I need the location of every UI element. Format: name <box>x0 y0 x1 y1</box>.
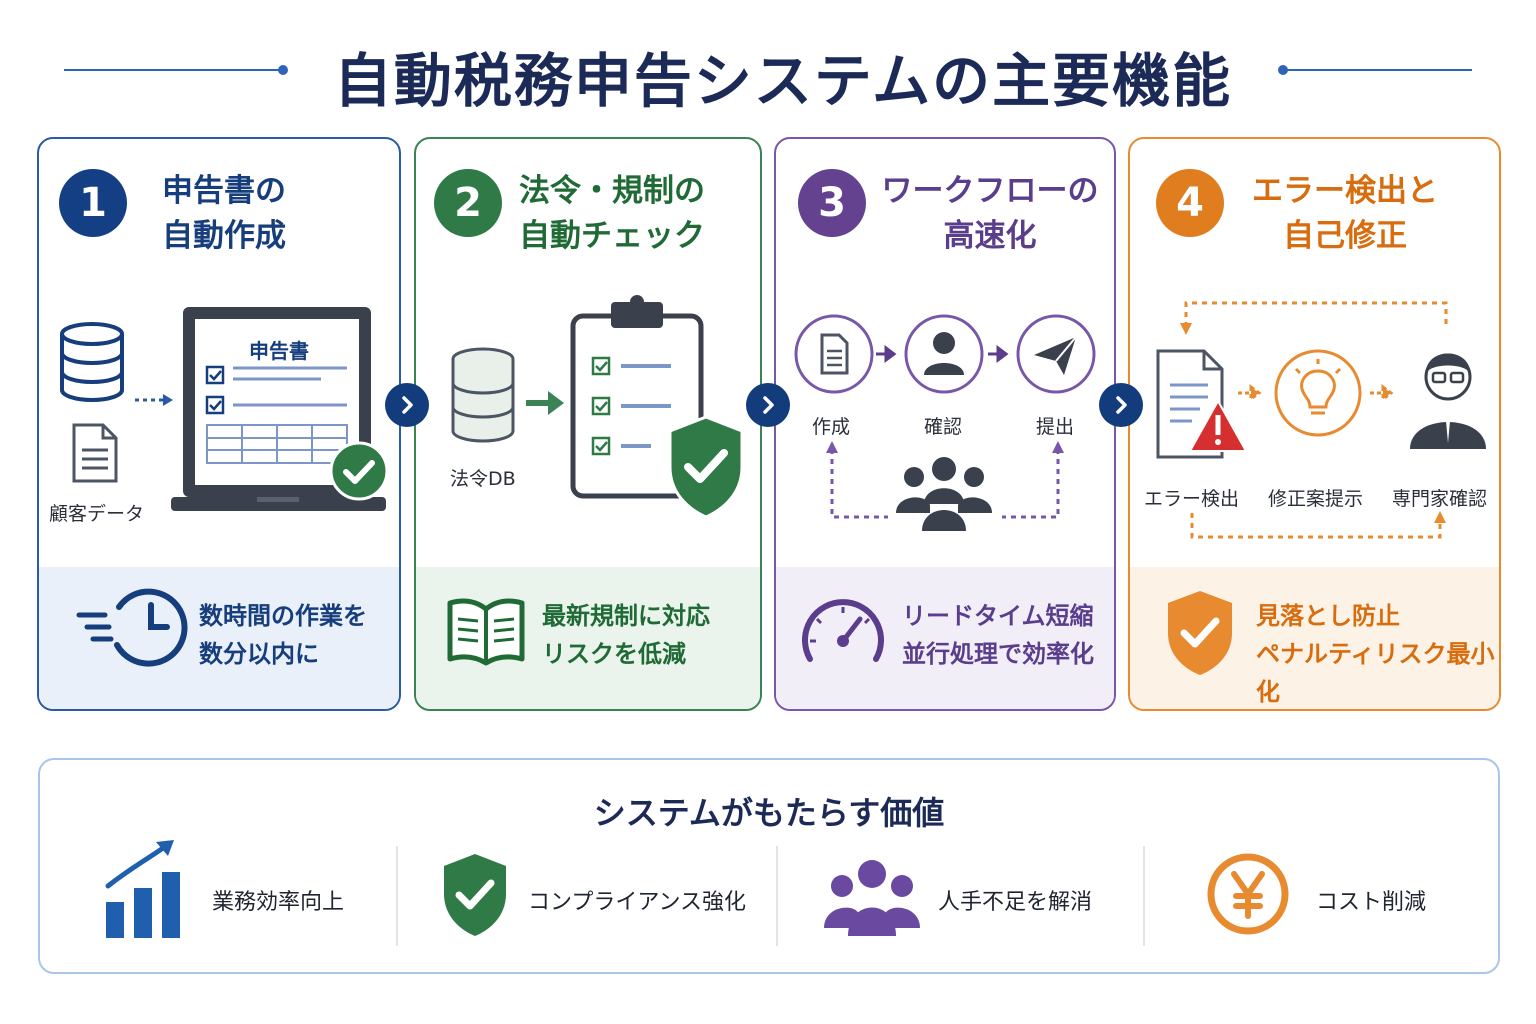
footer-line: ペナルティリスク最小化 <box>1256 640 1495 706</box>
card-footer: 数時間の作業を 数分以内に <box>39 567 399 709</box>
card-heading: 申告書の 自動作成 <box>139 169 309 259</box>
feature-card-error-correction: 4 エラー検出と 自己修正 エラー検出 修正案提示 専門家確認 <box>1128 137 1501 711</box>
shield-check-icon <box>1168 591 1232 675</box>
next-step-chevron <box>746 383 790 427</box>
card-heading: ワークフローの 高速化 <box>880 169 1100 259</box>
value-item-cost: コスト削減 <box>1316 890 1427 915</box>
database-icon <box>451 347 515 443</box>
laptop-icon <box>171 307 386 511</box>
card-footer-text: 最新規制に対応 リスクを低減 <box>542 597 710 673</box>
card-heading: エラー検出と 自己修正 <box>1240 169 1450 259</box>
footer-line: 数時間の作業を <box>199 602 367 630</box>
card-heading-line: 高速化 <box>943 218 1037 254</box>
card-footer-text: 数時間の作業を 数分以内に <box>199 597 367 673</box>
page-title: 自動税務申告システムの主要機能 <box>333 47 1233 115</box>
footer-line: 最新規制に対応 <box>542 602 710 630</box>
feature-card-auto-check: 2 法令・規制の 自動チェック 法令DB <box>414 137 762 711</box>
card-heading-line: 自動作成 <box>162 218 286 254</box>
check-circle-icon <box>329 441 389 501</box>
step-number-badge: 4 <box>1156 169 1224 237</box>
card-heading-line: 法令・規制の <box>519 173 705 209</box>
law-db-label: 法令DB <box>450 468 516 490</box>
card-heading-line: エラー検出と <box>1252 173 1438 209</box>
value-item-compliance: コンプライアンス強化 <box>528 890 747 915</box>
card-footer: リードタイム短縮 並行処理で効率化 <box>776 567 1114 709</box>
value-divider <box>776 846 778 946</box>
next-step-chevron <box>385 383 429 427</box>
card-heading: 法令・規制の 自動チェック <box>512 169 712 259</box>
footer-line: リスクを低減 <box>542 640 686 668</box>
title-rule-right <box>1282 69 1472 71</box>
yen-coin-icon <box>1207 853 1289 935</box>
card-heading-line: 自己修正 <box>1283 218 1407 254</box>
suggest-fix-label: 修正案提示 <box>1268 488 1364 510</box>
step-number-badge: 2 <box>434 169 502 237</box>
value-item-efficiency: 業務効率向上 <box>212 890 345 915</box>
database-icon <box>60 322 124 402</box>
document-title-label: 申告書 <box>249 339 309 363</box>
open-book-icon <box>447 598 525 666</box>
footer-line: リードタイム短縮 <box>902 602 1094 630</box>
footer-line: 見落とし防止 <box>1256 602 1400 630</box>
value-panel-title: システムがもたらす価値 <box>593 794 945 832</box>
step-number-badge: 1 <box>59 169 127 237</box>
step-confirm-label: 確認 <box>924 416 963 438</box>
expert-check-label: 専門家確認 <box>1392 488 1488 510</box>
next-step-chevron <box>1099 383 1143 427</box>
workflow-diagram <box>794 314 1096 531</box>
bar-chart-up-icon <box>105 840 180 938</box>
title-rule-left <box>64 69 282 71</box>
error-detect-label: エラー検出 <box>1144 488 1240 510</box>
card-footer: 見落とし防止 ペナルティリスク最小化 <box>1130 567 1499 709</box>
step-create-label: 作成 <box>812 416 851 438</box>
value-divider <box>396 846 398 946</box>
title-row: 自動税務申告システムの主要機能 <box>0 28 1536 115</box>
system-value-panel: システムがもたらす価値 業務効率向上 コンプライアンス強化 人手不足を解消 コス… <box>38 758 1500 974</box>
shield-check-icon <box>668 415 744 519</box>
card-heading-line: 自動チェック <box>519 218 705 254</box>
value-divider <box>1143 846 1145 946</box>
step-submit-label: 提出 <box>1036 416 1075 438</box>
card-footer-text: 見落とし防止 ペナルティリスク最小化 <box>1256 597 1499 709</box>
error-correction-loop <box>1156 301 1486 539</box>
dotted-arrow-icon <box>135 394 173 406</box>
footer-line: 並行処理で効率化 <box>902 640 1094 668</box>
value-item-labor: 人手不足を解消 <box>938 890 1093 915</box>
step-number-badge: 3 <box>798 169 866 237</box>
title-rule-dot-left <box>278 65 288 75</box>
card-heading-line: ワークフローの <box>881 173 1099 209</box>
card-footer-text: リードタイム短縮 並行処理で効率化 <box>902 597 1094 673</box>
shield-check-icon <box>444 854 506 936</box>
speedometer-icon <box>802 599 884 662</box>
card-heading-line: 申告書の <box>162 173 286 209</box>
feature-card-auto-create: 1 申告書の 自動作成 顧客データ <box>37 137 401 711</box>
card-footer: 最新規制に対応 リスクを低減 <box>416 567 760 709</box>
footer-line: 数分以内に <box>199 640 319 668</box>
document-icon <box>72 423 118 483</box>
feature-card-workflow: 3 ワークフローの 高速化 作成 確認 提出 <box>774 137 1116 711</box>
fast-clock-icon <box>76 588 188 667</box>
customer-data-label: 顧客データ <box>49 503 145 525</box>
people-group-icon <box>824 860 920 936</box>
arrow-right-icon <box>526 391 564 415</box>
